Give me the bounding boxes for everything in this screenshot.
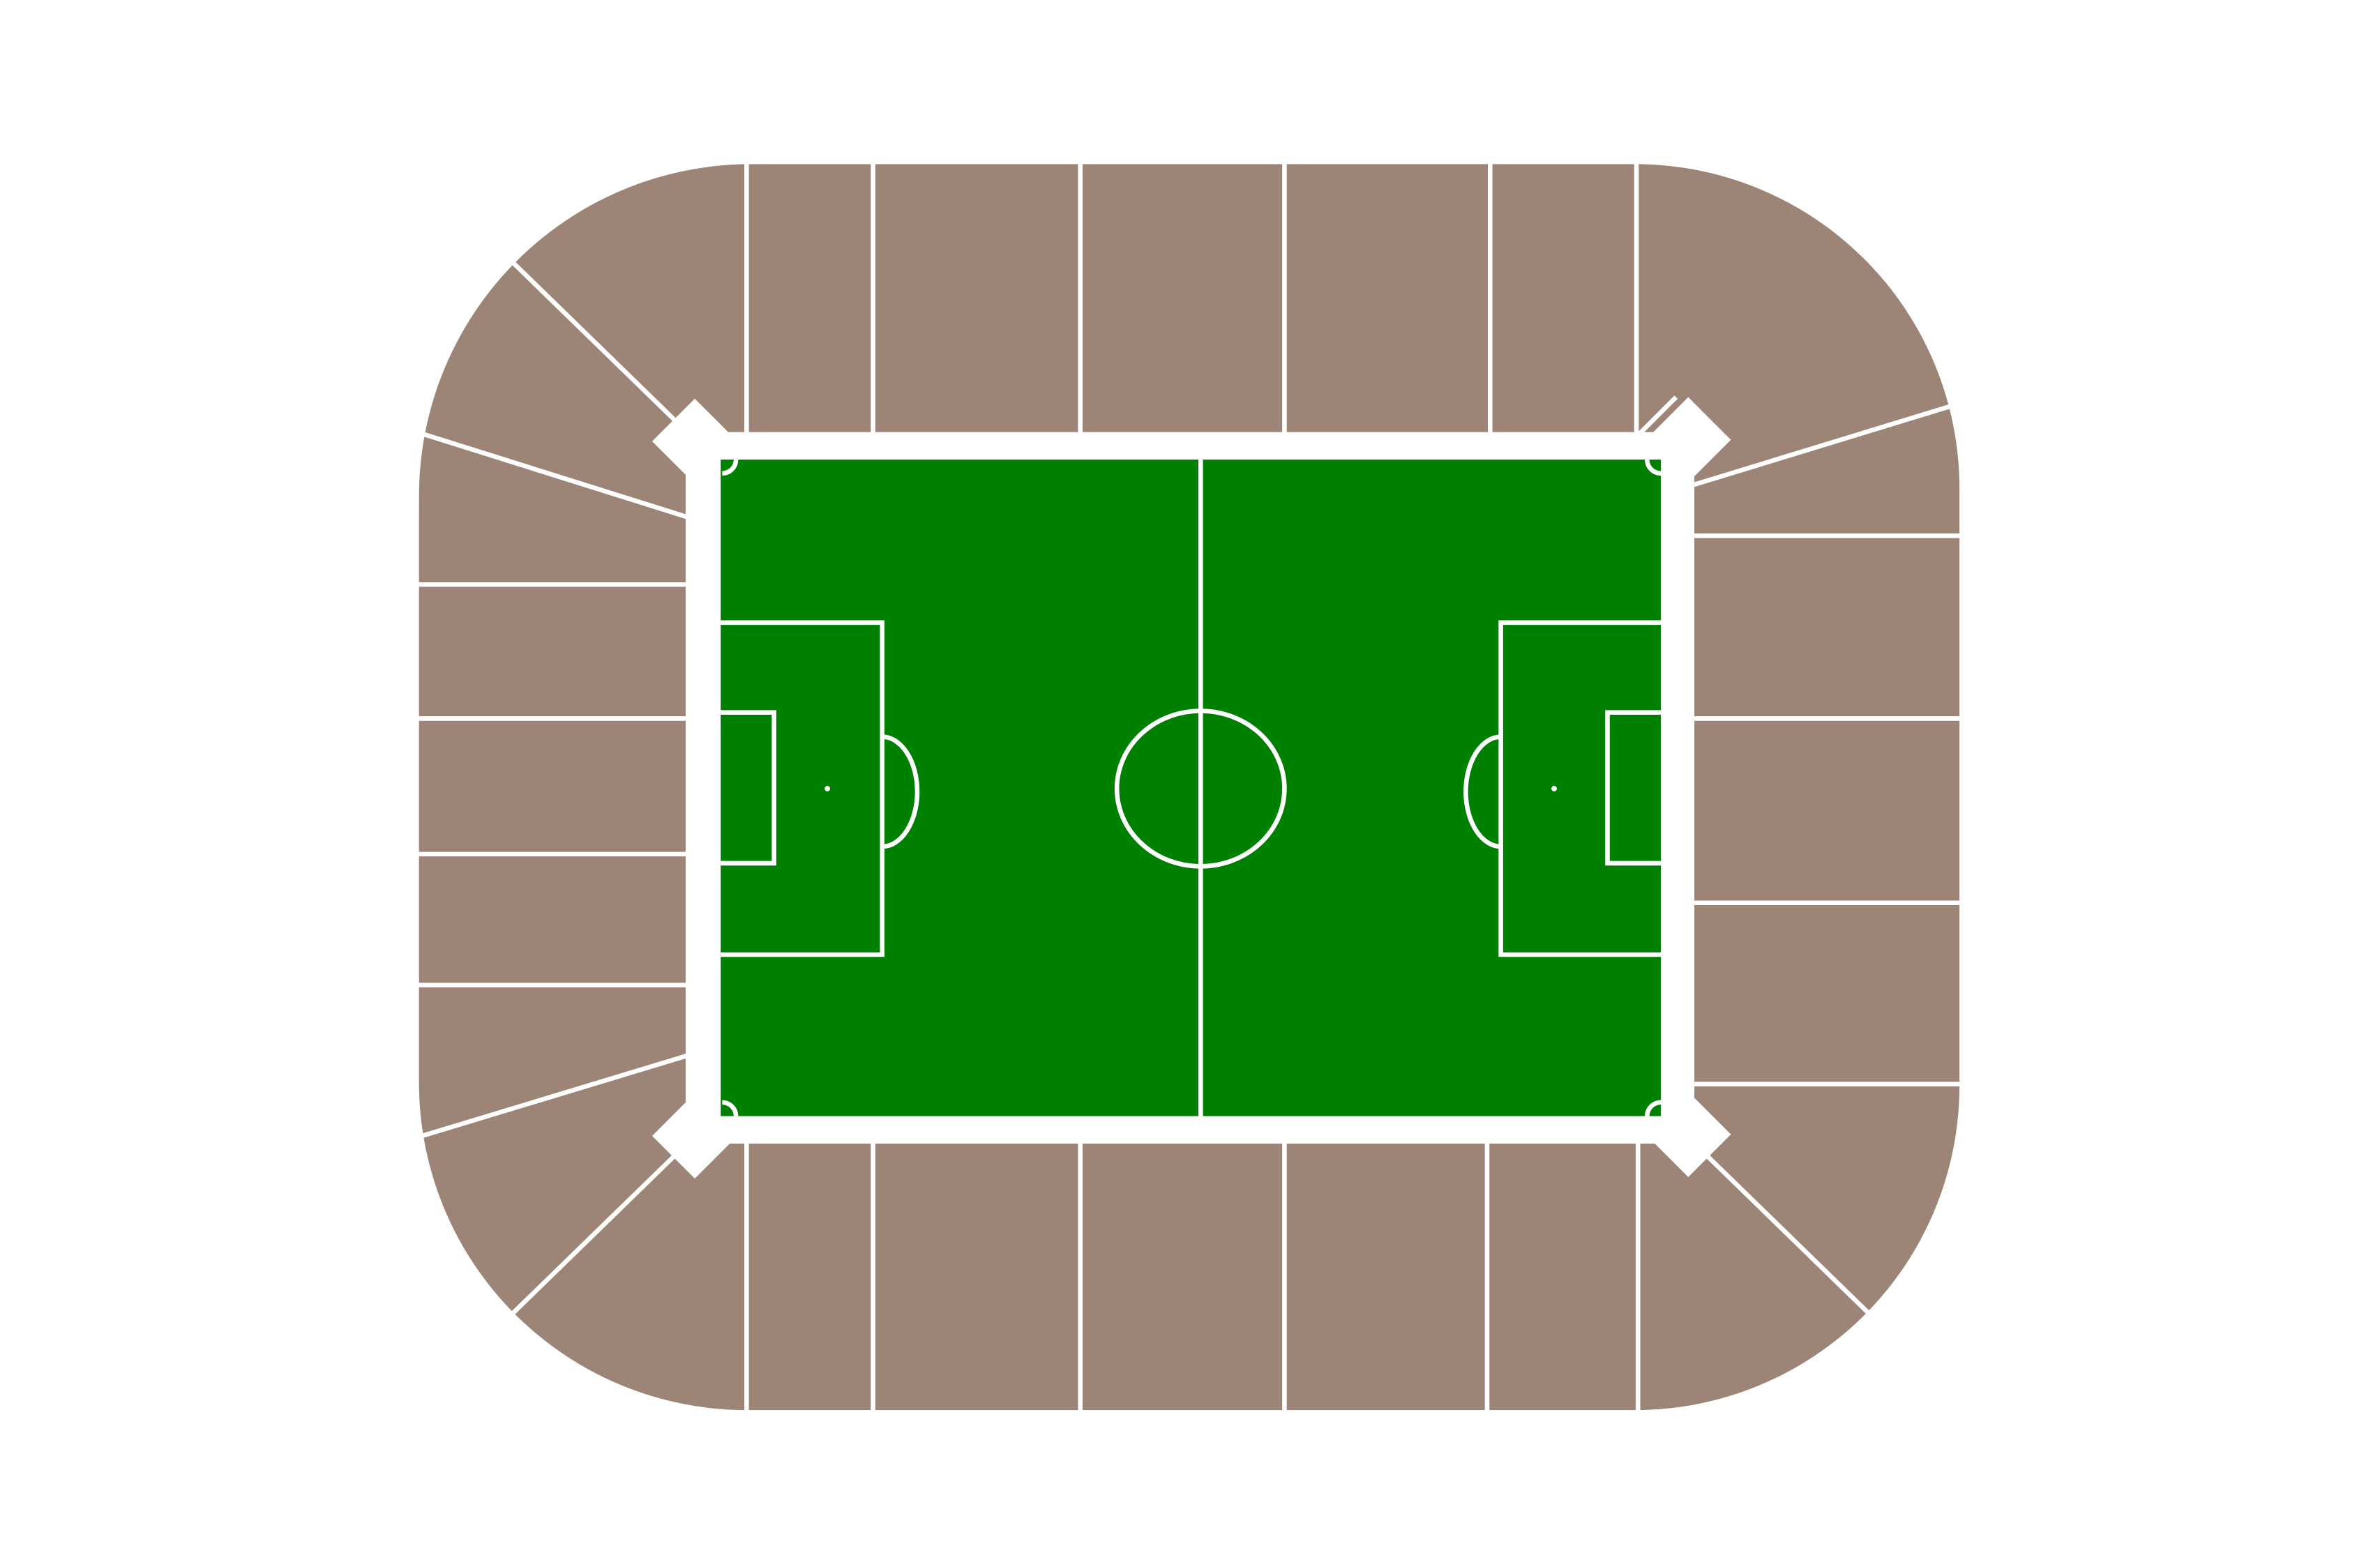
goal-area-left <box>721 710 776 866</box>
pitch-surface <box>721 460 1661 1116</box>
stand-ring <box>419 164 1960 1411</box>
section-dividers <box>414 160 1966 1415</box>
pitch <box>721 456 1662 1119</box>
corner-access-nw[interactable] <box>652 398 738 485</box>
section-east-1[interactable] <box>1694 536 1959 718</box>
section-west-2[interactable] <box>419 718 686 854</box>
section-west-3[interactable] <box>419 854 686 985</box>
corner-arc-sw <box>722 1100 739 1116</box>
penalty-area-left <box>721 620 885 957</box>
section-north-5[interactable] <box>1490 164 1635 432</box>
corner-access-sw[interactable] <box>652 1093 738 1179</box>
center-circle <box>1114 708 1287 869</box>
section-south-4[interactable] <box>1284 1144 1487 1410</box>
penalty-arc-right <box>1463 734 1501 849</box>
section-south-1[interactable] <box>746 1144 873 1410</box>
section-north-4[interactable] <box>1284 164 1490 432</box>
penalty-spot-left <box>824 785 831 791</box>
corner-markers <box>652 397 1731 1179</box>
corner-arc-ne <box>1645 459 1662 476</box>
stands <box>419 164 1960 1411</box>
penalty-spot-right <box>1551 785 1557 791</box>
section-south-5[interactable] <box>1487 1144 1638 1410</box>
corner-arc-se <box>1645 1100 1662 1116</box>
section-east-3[interactable] <box>1694 903 1959 1084</box>
pitch-markings <box>721 456 1662 1119</box>
corner-access-se[interactable] <box>1645 1091 1731 1177</box>
section-south-2[interactable] <box>873 1144 1080 1410</box>
goal-area-right <box>1605 710 1661 866</box>
section-east-2[interactable] <box>1694 718 1959 902</box>
corner-access-ne[interactable] <box>1645 397 1731 483</box>
section-north-3[interactable] <box>1080 164 1285 432</box>
penalty-arc-left <box>882 734 920 849</box>
corner-arc-nw <box>722 459 739 476</box>
section-north-2[interactable] <box>873 164 1080 432</box>
section-north-1[interactable] <box>746 164 873 432</box>
penalty-area-right <box>1498 620 1661 957</box>
section-west-1[interactable] <box>419 584 686 718</box>
section-south-3[interactable] <box>1080 1144 1285 1410</box>
